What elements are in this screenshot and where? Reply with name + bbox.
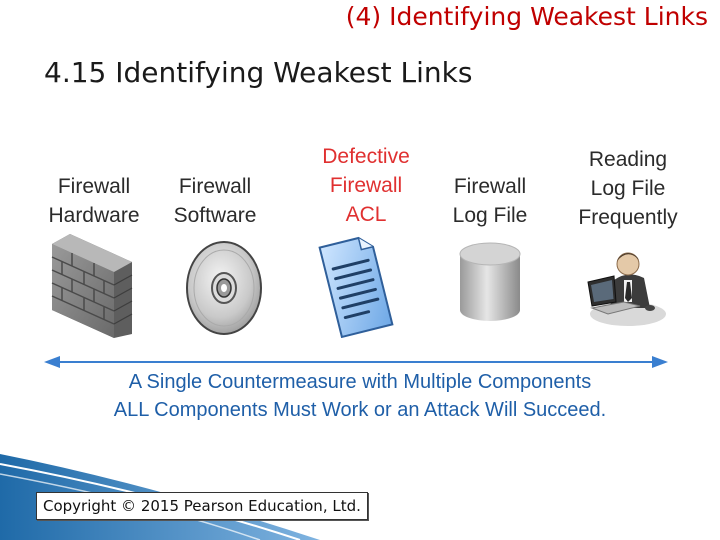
component-label-defective-acl: Defective Firewall ACL xyxy=(286,142,446,229)
label-line: Firewall xyxy=(178,175,252,198)
label-line: Log File xyxy=(590,177,666,200)
brick-wall-icon xyxy=(51,234,133,338)
label-line: Hardware xyxy=(48,204,140,227)
label-line: Firewall xyxy=(329,174,403,197)
database-cylinder-icon xyxy=(459,242,521,321)
component-label-firewall-hardware: Firewall Hardware xyxy=(14,172,174,230)
copyright-notice: Copyright © 2015 Pearson Education, Ltd. xyxy=(36,492,368,520)
component-label-firewall-log-file: Firewall Log File xyxy=(410,172,570,230)
label-line: Firewall xyxy=(453,175,527,198)
label-line: Frequently xyxy=(578,206,678,229)
label-line: Software xyxy=(173,204,257,227)
slide-header-title: (4) Identifying Weakest Links xyxy=(345,2,708,31)
component-label-reading-log-file: Reading Log File Frequently xyxy=(548,145,708,232)
label-line: Defective xyxy=(322,145,410,168)
caption-line-1: A Single Countermeasure with Multiple Co… xyxy=(128,371,592,393)
component-label-firewall-software: Firewall Software xyxy=(135,172,295,230)
cd-disc-icon xyxy=(186,241,262,335)
label-line: Reading xyxy=(588,148,668,171)
double-arrow-icon xyxy=(44,356,668,368)
person-at-computer-icon xyxy=(587,252,666,326)
label-line: Firewall xyxy=(57,175,131,198)
caption-line-2: ALL Components Must Work or an Attack Wi… xyxy=(113,399,607,421)
slide-title: 4.15 Identifying Weakest Links xyxy=(44,56,473,89)
label-line: ACL xyxy=(345,203,387,226)
label-line: Log File xyxy=(452,204,528,227)
document-icon xyxy=(318,236,394,338)
